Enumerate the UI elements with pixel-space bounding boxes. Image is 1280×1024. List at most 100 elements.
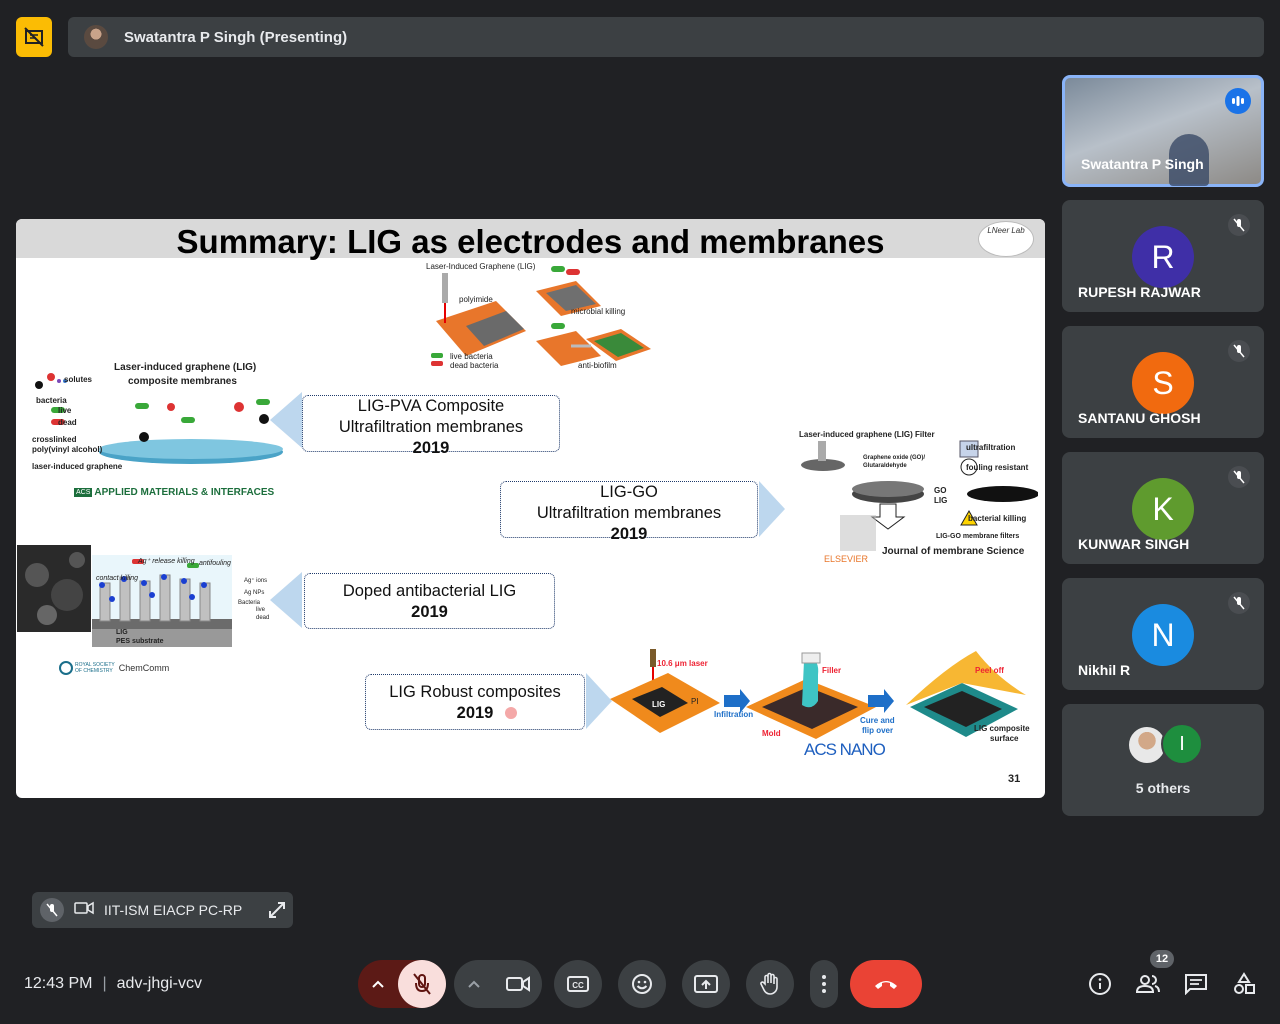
video-off-icon bbox=[74, 901, 94, 920]
presenter-name: Swatantra P Singh (Presenting) bbox=[124, 28, 348, 46]
callout-doped-lig: Doped antibacterial LIG 2019 bbox=[304, 573, 555, 629]
robust-fig-label: 10.6 μm laser bbox=[657, 659, 708, 668]
doped-fig-label: Bacteria bbox=[238, 600, 261, 606]
left-fig-title: composite membranes bbox=[128, 376, 237, 387]
doped-fig-label: dead bbox=[256, 615, 270, 621]
slide-title-bar bbox=[16, 219, 1045, 258]
arrow-left bbox=[270, 572, 302, 628]
sem-image bbox=[17, 545, 91, 632]
participant-tile-speaker[interactable]: Swatantra P Singh bbox=[1062, 75, 1264, 187]
participant-tile[interactable]: N Nikhil R bbox=[1062, 578, 1264, 690]
participant-name: KUNWAR SINGH bbox=[1078, 536, 1190, 552]
elsevier-logo: ELSEVIER bbox=[824, 554, 869, 564]
participant-tile[interactable]: S SANTANU GHOSH bbox=[1062, 326, 1264, 438]
participant-name: RUPESH RAJWAR bbox=[1078, 284, 1201, 300]
right-fig-label: Glutaraldehyde bbox=[863, 463, 907, 469]
callout-lig-go: LIG-GO Ultrafiltration membranes 2019 bbox=[500, 481, 758, 543]
self-view-label: IIT-ISM EIACP PC-RP bbox=[104, 902, 243, 918]
left-fig-label: crosslinked bbox=[32, 435, 77, 444]
top-fig-label: polyimide bbox=[459, 295, 493, 304]
robust-fig-label: Mold bbox=[762, 729, 781, 738]
others-label: 5 others bbox=[1135, 780, 1191, 796]
right-fig-label: GO bbox=[934, 486, 947, 495]
video-camera-icon[interactable] bbox=[494, 975, 542, 993]
mic-off-icon[interactable] bbox=[398, 960, 446, 1008]
robust-fig-label: Infiltration bbox=[714, 710, 754, 719]
left-fig-label: dead bbox=[58, 418, 77, 427]
acs-ami-logo: ACS APPLIED MATERIALS & INTERFACES bbox=[74, 487, 275, 498]
raise-hand-icon[interactable] bbox=[746, 960, 794, 1008]
robust-fig-label: LIG composite bbox=[974, 724, 1030, 733]
robust-fig-label: surface bbox=[990, 734, 1019, 743]
doped-fig-label: Ag NPs bbox=[244, 590, 265, 596]
right-fig-label: LIG bbox=[934, 496, 948, 505]
doped-fig-label: Ag⁺ ions bbox=[244, 578, 268, 584]
slide-page-number: 31 bbox=[1008, 773, 1021, 785]
right-fig-label: bacterial killing bbox=[968, 514, 1027, 523]
arrow-right bbox=[586, 673, 612, 729]
mic-off-icon bbox=[1228, 340, 1250, 362]
left-fig-label: live bbox=[58, 406, 72, 415]
doped-fig-label: contact killing bbox=[96, 575, 139, 582]
people-icon[interactable]: 12 bbox=[1124, 950, 1174, 1008]
robust-fig-label: Cure and bbox=[860, 716, 895, 725]
present-screen-icon[interactable] bbox=[682, 960, 730, 1008]
right-figure bbox=[801, 440, 1038, 551]
robust-fig-label: Filler bbox=[822, 666, 842, 675]
participant-name: Nikhil R bbox=[1078, 662, 1131, 678]
avatar: I bbox=[1161, 723, 1203, 765]
right-fig-label: Graphene oxide (GO)/ bbox=[863, 455, 926, 461]
current-time: 12:43 PM bbox=[24, 975, 93, 992]
mic-options-button[interactable] bbox=[358, 960, 398, 1008]
closed-captions-icon[interactable]: CC bbox=[554, 960, 602, 1008]
doped-fig-label: PES substrate bbox=[116, 638, 164, 645]
presentation-slide: Summary: LIG as electrodes and membranes… bbox=[16, 219, 1045, 798]
doped-fig-label: Ag⁺ release killing bbox=[138, 558, 195, 565]
doped-figure bbox=[92, 555, 232, 647]
meeting-code: adv-jhgi-vcv bbox=[116, 975, 202, 992]
participant-tile[interactable]: R RUPESH RAJWAR bbox=[1062, 200, 1264, 312]
no-presentation-icon[interactable] bbox=[16, 17, 52, 57]
participant-tile[interactable]: K KUNWAR SINGH bbox=[1062, 452, 1264, 564]
info-icon[interactable] bbox=[1076, 960, 1124, 1008]
doped-fig-label: antifouling bbox=[199, 560, 231, 567]
avatar bbox=[1127, 725, 1167, 765]
robust-fig-label: LIG bbox=[652, 700, 666, 709]
avatar: R bbox=[1132, 226, 1194, 288]
acs-nano-logo: ACS NANO bbox=[804, 740, 886, 759]
activities-icon[interactable] bbox=[1220, 960, 1268, 1008]
left-fig-label: poly(vinyl alcohol) bbox=[32, 445, 103, 454]
self-view-pill[interactable]: IIT-ISM EIACP PC-RP bbox=[32, 892, 293, 928]
emoji-icon[interactable] bbox=[618, 960, 666, 1008]
doped-fig-label: live bbox=[256, 607, 266, 613]
presenter-bar[interactable]: Swatantra P Singh (Presenting) bbox=[68, 17, 1264, 57]
camera-options-button[interactable] bbox=[454, 980, 494, 988]
left-figure bbox=[35, 373, 283, 464]
robust-figure bbox=[610, 649, 1026, 739]
svg-text:CC: CC bbox=[572, 981, 584, 990]
right-fig-label: fouling resistant bbox=[966, 463, 1029, 472]
right-fig-label: LIG-GO membrane filters bbox=[936, 533, 1020, 540]
callout-lig-pva: LIG-PVA Composite Ultrafiltration membra… bbox=[302, 395, 560, 457]
meeting-info: 12:43 PM | adv-jhgi-vcv bbox=[24, 975, 202, 993]
left-fig-title: Laser-induced graphene (LIG) bbox=[114, 362, 257, 373]
others-tile[interactable]: I 5 others bbox=[1062, 704, 1264, 816]
left-fig-label: solutes bbox=[64, 375, 93, 384]
cursor-highlight bbox=[505, 707, 517, 719]
rsc-chemcomm-logo: ROYAL SOCIETY OF CHEMISTRY ChemComm bbox=[59, 661, 169, 675]
more-vert-icon[interactable] bbox=[810, 960, 838, 1008]
journal-membrane-science: Journal of membrane Science bbox=[882, 546, 1025, 557]
people-count-badge: 12 bbox=[1150, 950, 1174, 968]
mic-off-icon bbox=[1228, 214, 1250, 236]
avatar: K bbox=[1132, 478, 1194, 540]
mic-off-icon bbox=[1228, 466, 1250, 488]
left-fig-label: bacteria bbox=[36, 396, 67, 405]
expand-icon[interactable] bbox=[267, 900, 287, 925]
end-call-icon[interactable] bbox=[850, 960, 922, 1008]
top-fig-label: live bacteria bbox=[450, 352, 493, 361]
doped-fig-label: LIG bbox=[116, 629, 128, 636]
slide-title: Summary: LIG as electrodes and membranes bbox=[176, 223, 885, 260]
chat-icon[interactable] bbox=[1172, 960, 1220, 1008]
mic-off-icon bbox=[1228, 592, 1250, 614]
arrow-left bbox=[270, 392, 302, 448]
